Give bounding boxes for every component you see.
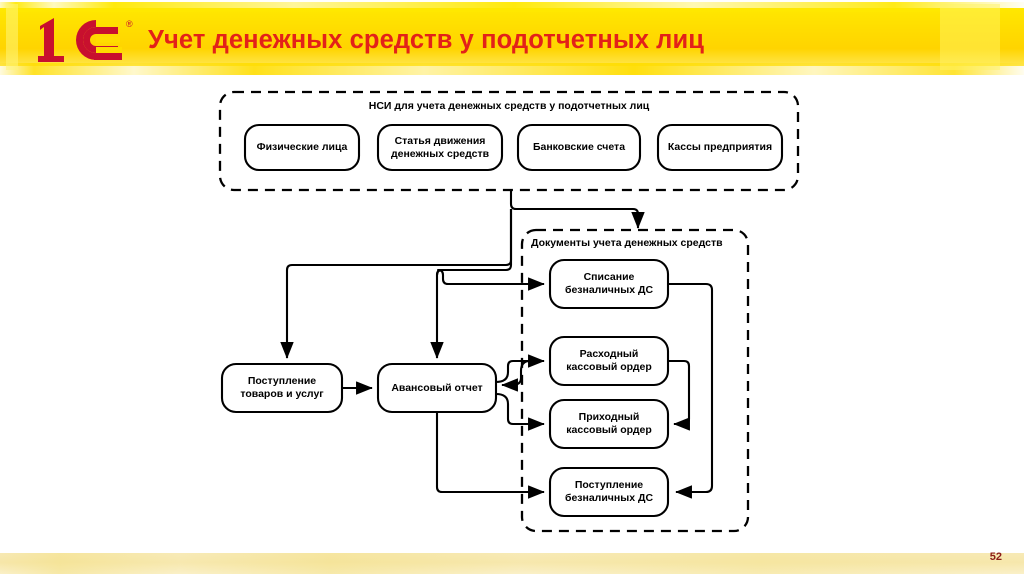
flowchart-diagram: НСИ для учета денежных средств у подотче…	[0, 82, 1024, 534]
edge-avansovyy-to-prihodnyy	[495, 392, 545, 431]
nsi-group-caption: НСИ для учета денежных средств у подотче…	[368, 100, 650, 112]
page-number: 52	[989, 551, 1002, 563]
node-statya-box	[376, 123, 504, 172]
edge-rashodnyy-to-avansovyy	[501, 359, 531, 392]
registered-mark: ®	[126, 19, 133, 29]
node-avansovyy-box	[376, 362, 498, 414]
edge-nsi-to-spisanie	[435, 268, 545, 291]
slide-footer-strip	[0, 553, 1024, 574]
node-fiz-lica-box	[243, 123, 361, 172]
node-bank-box	[516, 123, 642, 172]
node-prihodnyy-box	[548, 398, 670, 450]
edge-spisanie-to-postuplenie-bezn	[668, 282, 714, 499]
nsi-group-border	[218, 90, 800, 192]
edge-avansovyy-to-postuplenie-bezn	[435, 412, 545, 499]
docs-group-border	[520, 228, 750, 533]
node-postuplenie-bezn-box	[548, 466, 670, 518]
node-postuplenie-tov-box	[220, 362, 344, 414]
1c-logo-icon: ®	[38, 18, 133, 62]
edge-rashodnyy-to-prihodnyy	[668, 359, 691, 431]
edge-nsi-to-docs	[509, 190, 645, 229]
slide-title: Учет денежных средств у подотчетных лиц	[148, 26, 705, 54]
slide-header-banner: ® Учет денежных средств у подотчетных ли…	[0, 0, 1024, 82]
docs-group-caption: Документы учета денежных средств	[531, 237, 723, 249]
node-rashodnyy-box	[548, 335, 670, 387]
node-kassy-box	[656, 123, 784, 172]
node-spisanie-box	[548, 258, 670, 310]
